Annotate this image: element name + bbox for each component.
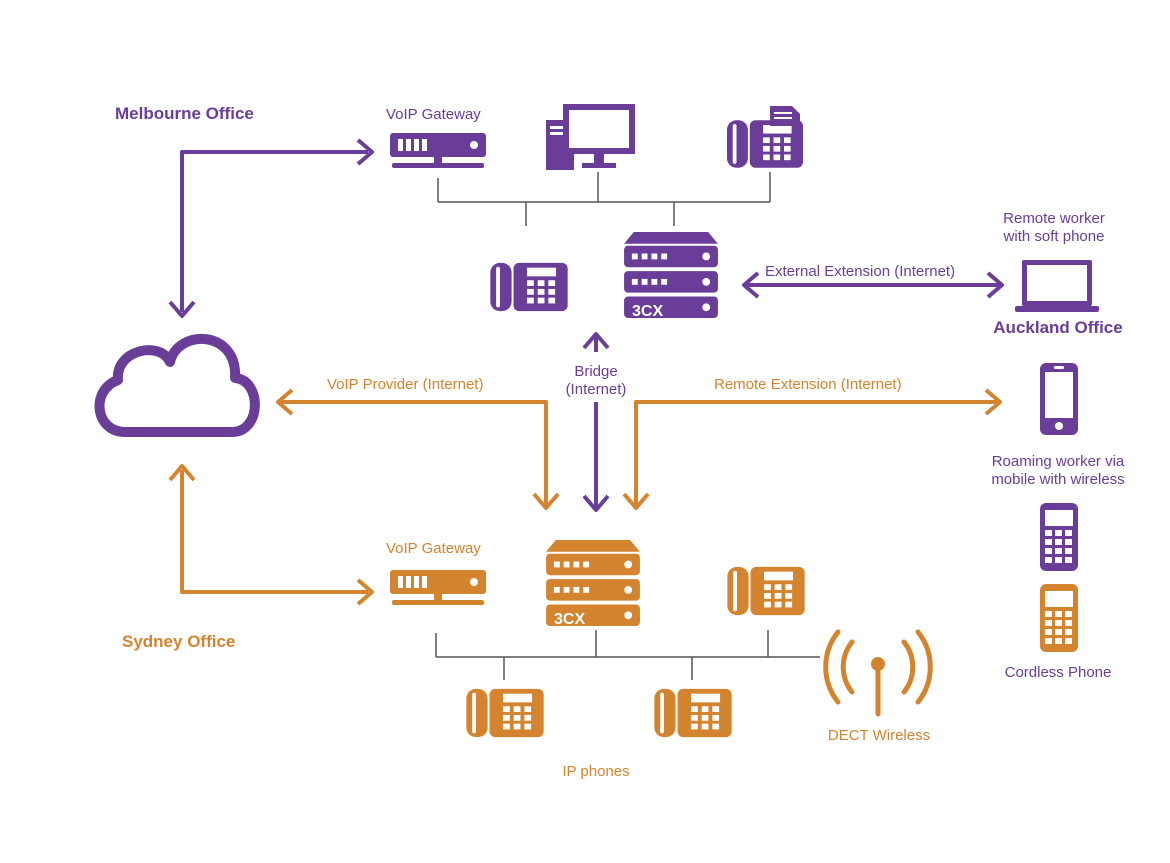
office-label-melbourne: Melbourne Office — [115, 104, 254, 123]
cordless-phone-icon — [1040, 584, 1078, 652]
office-label-auckland: Auckland Office — [993, 318, 1122, 337]
desk-phone-icon — [466, 688, 544, 738]
sydney-lan-bus — [435, 630, 820, 680]
bridge-label-line2: (Internet) — [566, 381, 627, 398]
remote-worker-label-line2: with soft phone — [1003, 228, 1105, 245]
gateway-label-bottom: VoIP Gateway — [386, 540, 481, 557]
gateway-icon — [390, 133, 486, 168]
smartphone-icon — [1040, 363, 1078, 435]
cloud-icon — [94, 333, 260, 437]
server-logo-top: 3CX — [632, 303, 663, 320]
voip-provider-arrow — [276, 388, 560, 510]
melbourne-link-arrow — [168, 138, 374, 318]
dect-antenna-icon — [823, 629, 933, 717]
sydney-link-arrow — [168, 464, 374, 606]
voip-provider-label: VoIP Provider (Internet) — [327, 376, 483, 393]
melbourne-lan-bus — [437, 172, 771, 226]
roaming-worker-label-line1: Roaming worker via — [992, 453, 1125, 470]
laptop-icon — [1015, 260, 1099, 312]
remote-worker-label-line1: Remote worker — [1003, 210, 1105, 227]
office-label-sydney: Sydney Office — [122, 632, 235, 651]
desk-phone-icon — [727, 566, 805, 616]
cordless-phone-icon — [1040, 503, 1078, 571]
bridge-arrow — [582, 332, 610, 512]
gateway-label-top: VoIP Gateway — [386, 106, 481, 123]
remote-extension-label: Remote Extension (Internet) — [714, 376, 902, 393]
external-extension-label: External Extension (Internet) — [765, 263, 955, 280]
desk-phone-icon — [490, 262, 568, 312]
bridge-label-line1: Bridge — [574, 363, 617, 380]
fax-phone-icon — [727, 106, 803, 168]
external-extension-arrow — [742, 271, 1004, 299]
desk-phone-icon — [654, 688, 732, 738]
remote-extension-arrow — [622, 388, 1002, 510]
cordless-phone-label: Cordless Phone — [1005, 664, 1112, 681]
desktop-computer-icon — [546, 104, 635, 170]
server-logo-bottom: 3CX — [554, 611, 585, 628]
dect-wireless-label: DECT Wireless — [828, 727, 930, 744]
roaming-worker-label-line2: mobile with wireless — [991, 471, 1124, 488]
ip-phones-label: IP phones — [562, 763, 629, 780]
gateway-icon — [390, 570, 486, 605]
